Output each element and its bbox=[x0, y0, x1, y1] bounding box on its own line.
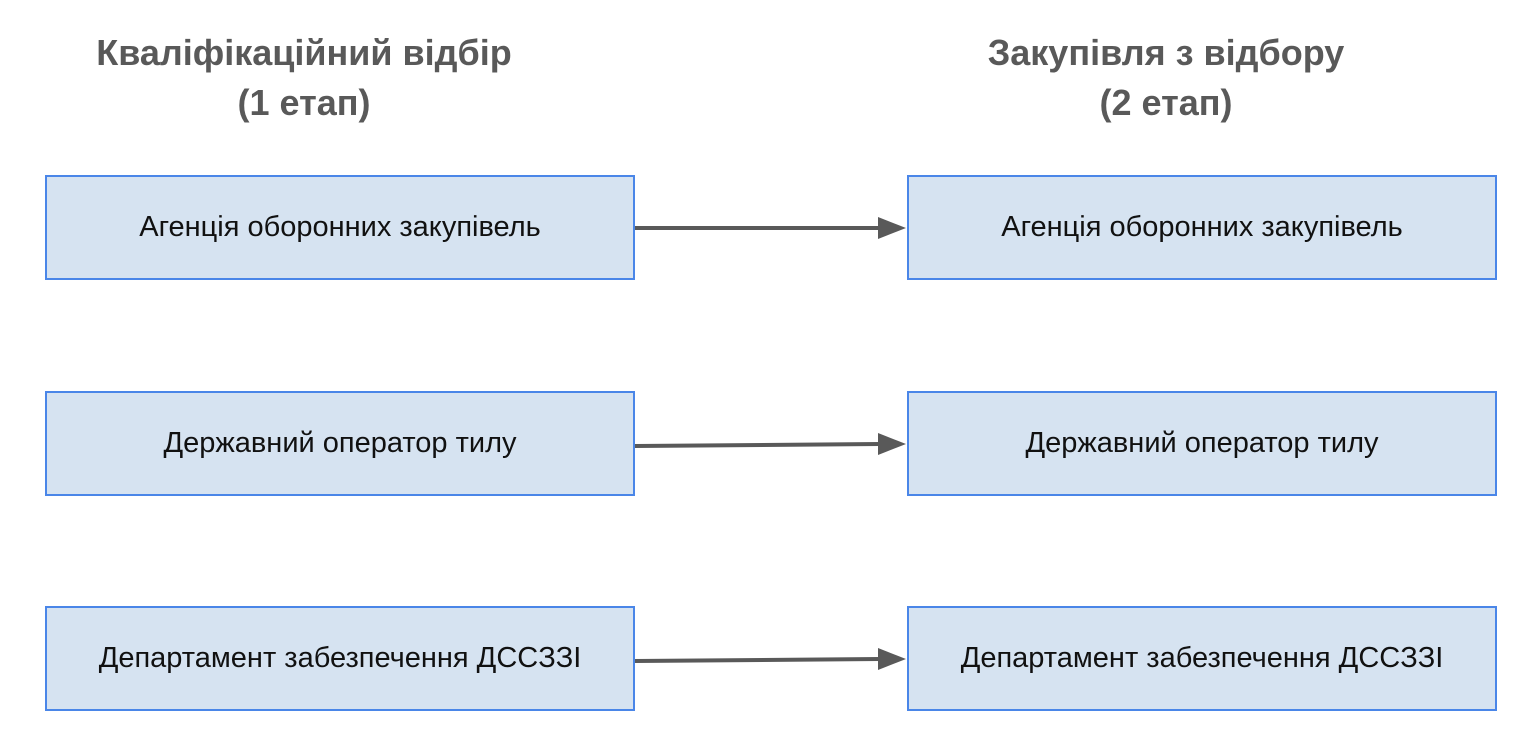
box-label: Державний оператор тилу bbox=[163, 427, 517, 459]
stage-2-title-line2: (2 етап) bbox=[1099, 82, 1233, 123]
arrow-row-2 bbox=[634, 442, 881, 448]
stage-1-box-defense-procurement-agency: Агенція оборонних закупівель bbox=[45, 175, 635, 280]
arrowhead-row-1 bbox=[878, 217, 906, 239]
stage-2-title: Закупівля з відбору (2 етап) bbox=[866, 28, 1466, 128]
box-label: Департамент забезпечення ДСCЗЗІ bbox=[960, 642, 1444, 674]
stage-1-title-line2: (1 етап) bbox=[237, 82, 371, 123]
box-label: Агенція оборонних закупівель bbox=[139, 211, 541, 243]
stage-2-box-state-rear-operator: Державний оператор тилу bbox=[907, 391, 1497, 496]
stage-1-title-line1: Кваліфікаційний відбір bbox=[96, 32, 512, 73]
arrow-row-3 bbox=[634, 657, 881, 663]
box-label: Департамент забезпечення ДСCЗЗІ bbox=[98, 642, 582, 674]
stage-1-box-state-rear-operator: Державний оператор тилу bbox=[45, 391, 635, 496]
stage-2-box-supply-department: Департамент забезпечення ДСCЗЗІ bbox=[907, 606, 1497, 711]
stage-2-title-line1: Закупівля з відбору bbox=[987, 32, 1345, 73]
stage-2-box-defense-procurement-agency: Агенція оборонних закупівель bbox=[907, 175, 1497, 280]
arrowhead-row-3 bbox=[878, 648, 906, 670]
stage-1-box-supply-department: Департамент забезпечення ДСCЗЗІ bbox=[45, 606, 635, 711]
stage-1-title: Кваліфікаційний відбір (1 етап) bbox=[4, 28, 604, 128]
box-label: Державний оператор тилу bbox=[1025, 427, 1379, 459]
arrowhead-row-2 bbox=[878, 433, 906, 455]
box-label: Агенція оборонних закупівель bbox=[1001, 211, 1403, 243]
